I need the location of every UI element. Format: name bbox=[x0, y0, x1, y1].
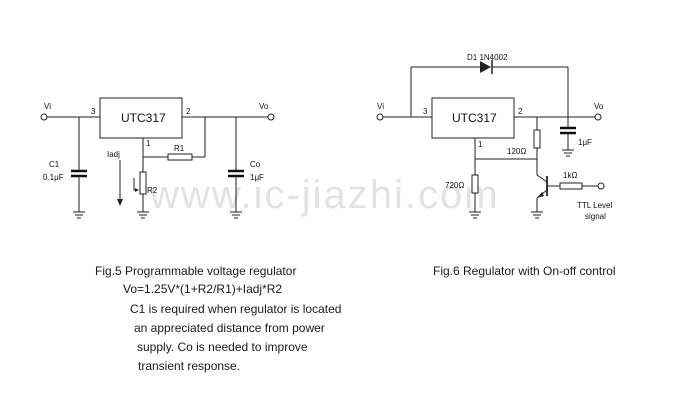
fig5-note-line-1: C1 is required when regulator is located bbox=[130, 302, 342, 316]
fig5-co-value: 1μF bbox=[250, 173, 264, 182]
fig6-r720-resistor bbox=[471, 174, 479, 194]
fig5-r1-label: R1 bbox=[174, 144, 185, 153]
fig6-ttl-terminal bbox=[597, 182, 605, 190]
fig6-ic-label: UTC317 bbox=[452, 111, 497, 125]
fig5-pin3-label: 3 bbox=[91, 107, 96, 116]
fig5-vin-terminal bbox=[40, 113, 48, 121]
fig5-vout-label: Vo bbox=[259, 102, 269, 111]
fig6-vin-label: Vi bbox=[377, 102, 384, 111]
fig6-caption: Fig.6 Regulator with On-off control bbox=[433, 264, 616, 278]
fig6-pin1-label: 1 bbox=[478, 140, 483, 149]
fig6-diode-icon bbox=[480, 60, 493, 74]
fig6-r120-label: 120Ω bbox=[507, 147, 526, 156]
fig5-co-label: Co bbox=[250, 160, 261, 169]
fig5-caption: Fig.5 Programmable voltage regulator bbox=[95, 264, 297, 278]
fig6-pin2-label: 2 bbox=[518, 107, 523, 116]
watermark-text: www.ic-jiazhi.com bbox=[149, 173, 500, 217]
fig5-c1-label: C1 bbox=[49, 160, 60, 169]
fig6-transistor-ground-icon bbox=[531, 211, 543, 219]
fig5-note-line-4: transient response. bbox=[138, 359, 241, 373]
fig6-r720-label: 720Ω bbox=[445, 181, 464, 190]
fig5-circuit: Vi Vo UTC317 3 2 1 C1 0.1μF Co 1μF R1 R2… bbox=[40, 97, 275, 219]
fig5-note-line-3: supply. Co is needed to improve bbox=[137, 340, 308, 354]
fig6-r1k-label: 1kΩ bbox=[563, 171, 577, 180]
fig5-iadj-label: Iadj bbox=[107, 150, 120, 159]
fig5-ic-box bbox=[99, 97, 183, 139]
fig5-vin-label: Vi bbox=[44, 102, 51, 111]
fig6-transistor-emitter-arrow bbox=[537, 192, 544, 198]
fig5-r1-resistor bbox=[167, 153, 193, 161]
fig6-vout-label: Vo bbox=[594, 102, 604, 111]
fig5-r2-resistor bbox=[139, 171, 147, 195]
fig6-pin3-label: 3 bbox=[423, 107, 428, 116]
fig5-r2-ground-icon bbox=[137, 211, 149, 219]
fig6-cap-ground-icon bbox=[562, 149, 574, 157]
fig6-ic-box bbox=[431, 97, 515, 139]
fig6-r120-resistor bbox=[533, 129, 541, 149]
fig6-r1k-resistor bbox=[559, 182, 583, 190]
fig5-r2-label: R2 bbox=[147, 186, 158, 195]
fig5-c1-ground-icon bbox=[73, 211, 85, 219]
fig6-ttl-label-1: TTL Level bbox=[577, 201, 612, 210]
fig5-note-line-2: an appreciated distance from power bbox=[134, 321, 325, 335]
fig6-diode-label: D1 1N4002 bbox=[467, 53, 508, 62]
fig6-ttl-label-2: signal bbox=[585, 212, 606, 221]
fig5-formula: Vo=1.25V*(1+R2/R1)+Iadj*R2 bbox=[123, 282, 283, 296]
fig5-co-ground-icon bbox=[230, 211, 242, 219]
fig5-c1-value: 0.1μF bbox=[43, 173, 64, 182]
fig6-circuit: Vi Vo UTC317 3 2 1 D1 1N4002 1μF 120Ω 72… bbox=[376, 53, 612, 221]
fig5-vout-terminal bbox=[267, 113, 275, 121]
fig6-vin-terminal bbox=[376, 113, 384, 121]
fig5-pin1-label: 1 bbox=[146, 139, 151, 148]
fig5-ic-label: UTC317 bbox=[121, 111, 166, 125]
fig6-vout-terminal bbox=[594, 113, 602, 121]
fig6-cap-label: 1μF bbox=[578, 138, 592, 147]
fig5-pin2-label: 2 bbox=[186, 107, 191, 116]
fig6-r720-ground-icon bbox=[469, 211, 481, 219]
